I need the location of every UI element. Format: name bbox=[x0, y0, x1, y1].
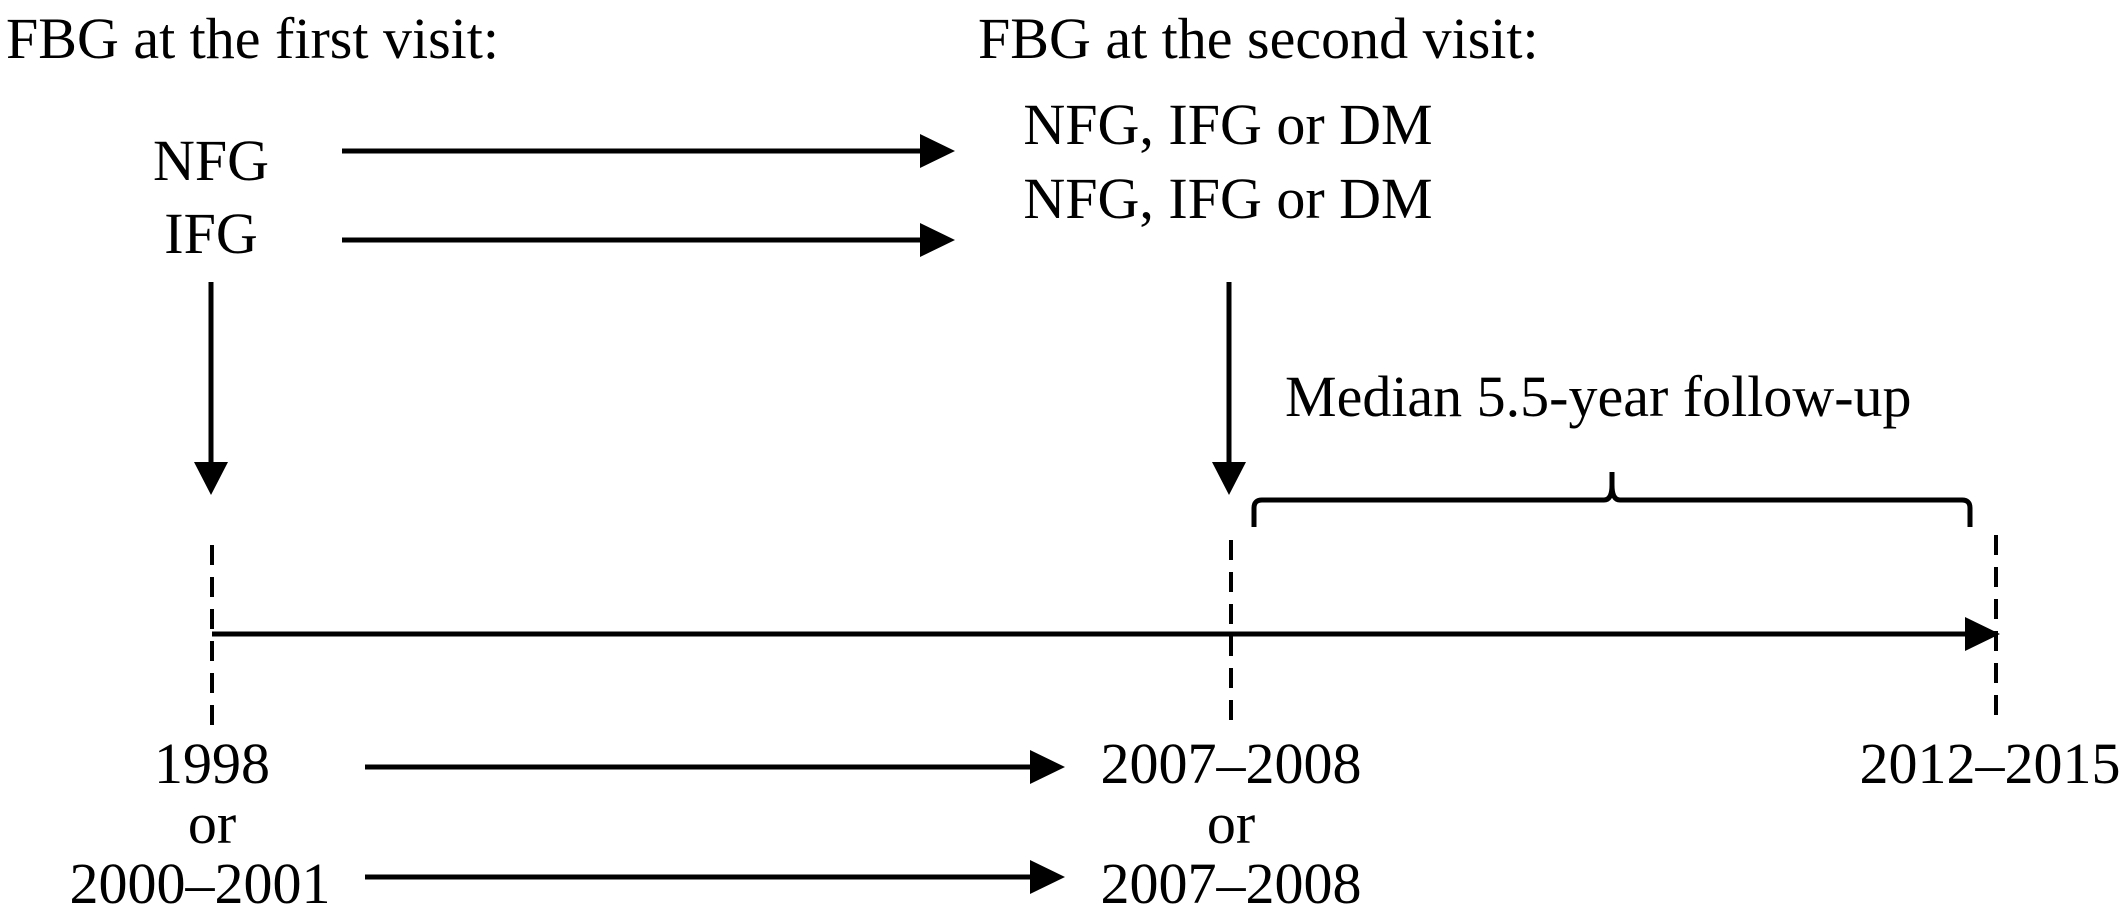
second-visit-outcome-1: NFG, IFG or DM bbox=[1023, 92, 1433, 157]
follow-up-label: Median 5.5-year follow-up bbox=[1285, 364, 1912, 429]
timeline-start-date-2: 2000–2001 bbox=[69, 851, 331, 916]
follow-up-brace bbox=[1251, 472, 1973, 527]
timeline-middle-date-2: 2007–2008 bbox=[1100, 851, 1362, 916]
arrow-2000-to-2007 bbox=[365, 860, 1065, 894]
first-visit-group-ifg: IFG bbox=[164, 201, 258, 266]
arrow-first-visit-down bbox=[194, 282, 228, 495]
arrow-1998-to-2007 bbox=[365, 750, 1065, 784]
timeline-start-date-1: 1998 bbox=[154, 731, 270, 796]
second-visit-outcome-2: NFG, IFG or DM bbox=[1023, 166, 1433, 231]
timeline-middle-date-1: 2007–2008 bbox=[1100, 731, 1362, 796]
arrow-second-visit-down bbox=[1212, 282, 1246, 495]
timeline-middle-or: or bbox=[1206, 791, 1256, 856]
timeline-end-date: 2012–2015 bbox=[1859, 731, 2121, 796]
first-visit-header: FBG at the first visit: bbox=[6, 6, 499, 71]
timeline-arrow bbox=[212, 617, 2000, 651]
first-visit-group-nfg: NFG bbox=[152, 128, 270, 193]
timeline-start-or: or bbox=[187, 791, 237, 856]
arrow-nfg-to-outcome bbox=[342, 134, 955, 168]
arrow-ifg-to-outcome bbox=[342, 223, 955, 257]
second-visit-header: FBG at the second visit: bbox=[978, 6, 1539, 71]
